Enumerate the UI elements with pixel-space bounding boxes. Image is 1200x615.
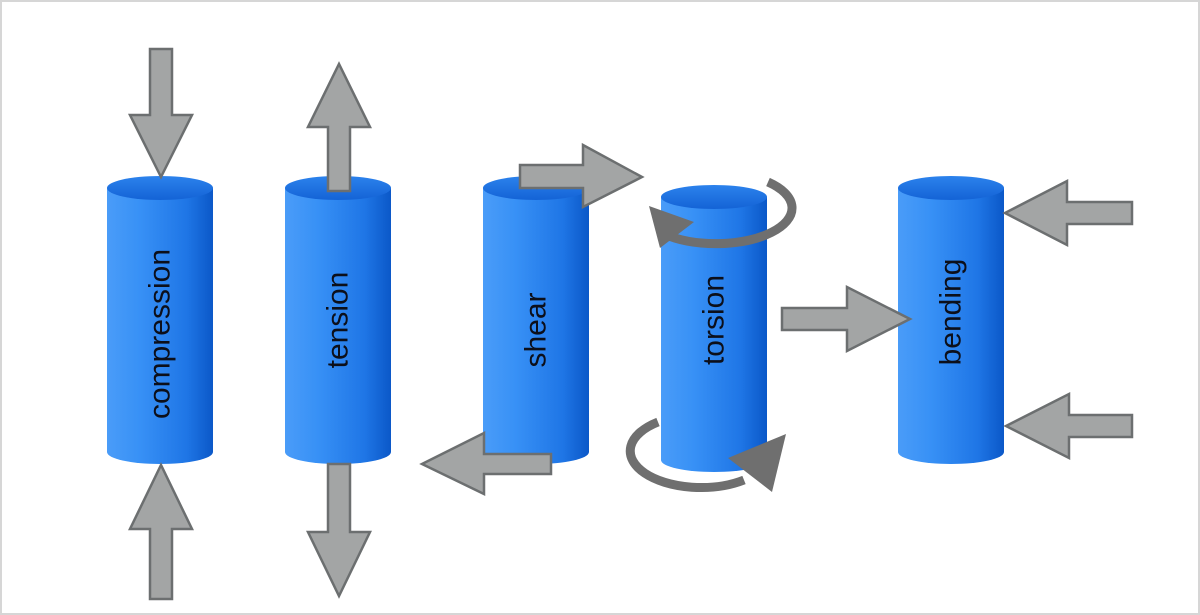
cylinder-torsion: torsion xyxy=(661,185,767,472)
down-arrow-icon xyxy=(306,462,372,599)
arrow-compression-bottom xyxy=(128,462,194,601)
arrow-tension-bottom xyxy=(306,462,372,599)
left-arrow-icon xyxy=(1003,391,1134,461)
up-arrow-icon xyxy=(128,462,194,601)
cylinder-label-shear: shear xyxy=(520,292,553,367)
arrow-shear-bottom xyxy=(419,430,553,496)
down-arrow-icon xyxy=(127,47,195,180)
cylinder-tension: tension xyxy=(285,176,391,464)
cylinder-label-tension: tension xyxy=(322,272,355,369)
left-arrow-icon xyxy=(419,430,553,496)
cylinder-bending: bending xyxy=(898,176,1004,464)
right-arrow-icon xyxy=(780,284,913,354)
arrow-tension-top xyxy=(305,61,373,193)
rotate-arrow-head xyxy=(728,434,786,492)
arrow-bending-top xyxy=(1002,178,1134,248)
cylinder-compression: compression xyxy=(107,176,213,464)
left-arrow-icon xyxy=(1002,178,1134,248)
twist-arrow-bottom xyxy=(625,417,786,492)
rotate-arrow-icon xyxy=(662,177,797,249)
arrow-bending-middle xyxy=(780,284,913,354)
cylinder-label-bending: bending xyxy=(935,259,968,366)
arrow-bending-bottom xyxy=(1003,391,1134,461)
rotate-arrow-icon xyxy=(625,417,746,492)
cylinder-label-torsion: torsion xyxy=(698,275,731,365)
right-arrow-icon xyxy=(518,142,645,210)
arrow-compression-top xyxy=(127,47,195,180)
up-arrow-icon xyxy=(305,61,373,193)
twist-arrow-top xyxy=(649,177,797,249)
cylinder-shear: shear xyxy=(483,176,589,464)
rotate-arrow-head xyxy=(649,206,694,248)
cylinder-label-compression: compression xyxy=(144,249,177,419)
arrow-shear-top xyxy=(518,142,645,210)
